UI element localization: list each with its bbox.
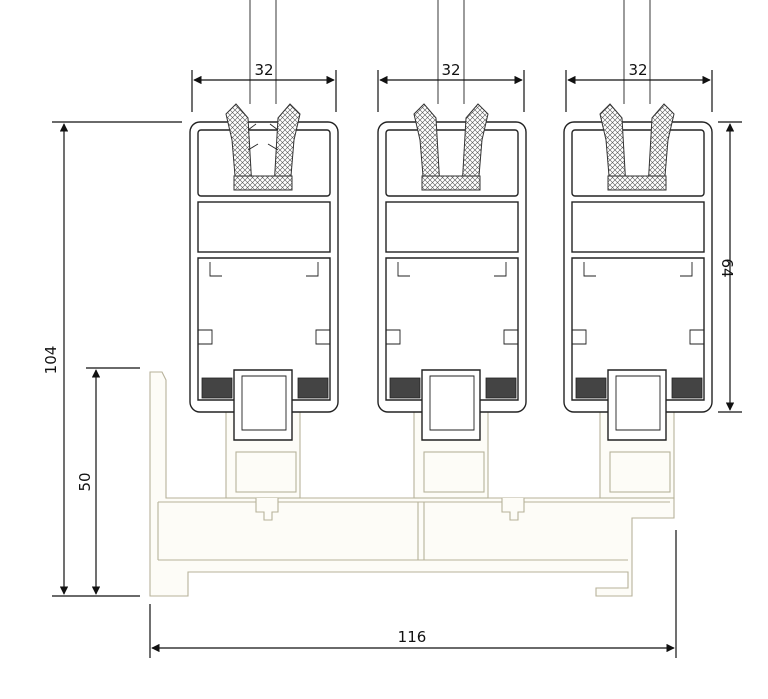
dimension-glass-3: 32	[565, 61, 713, 112]
dimension-label-116: 116	[398, 628, 427, 646]
dimension-label-32-a: 32	[254, 61, 273, 79]
dimension-glass-1: 32	[191, 61, 337, 112]
sash-profile-3	[563, 0, 713, 441]
dimension-overall-height: 104	[42, 121, 182, 597]
dimension-label-32-c: 32	[628, 61, 647, 79]
sash-profile-1	[189, 0, 339, 441]
dimension-label-64: 64	[718, 258, 736, 277]
dimension-frame-height: 50	[76, 367, 140, 595]
dimension-overall-width: 116	[149, 530, 677, 658]
dimension-sash-height: 64	[718, 121, 742, 413]
dimension-label-104: 104	[42, 346, 60, 375]
dimension-label-50: 50	[76, 472, 94, 491]
sash-profile-2	[377, 0, 527, 441]
dimension-label-32-b: 32	[441, 61, 460, 79]
dimension-glass-2: 32	[377, 61, 525, 112]
